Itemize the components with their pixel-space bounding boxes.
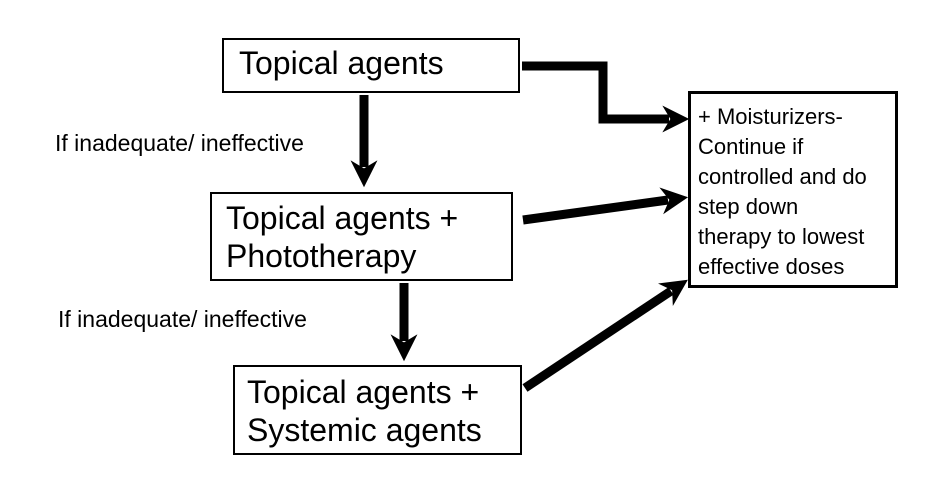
arrow-topical-to-moisturizers (522, 61, 690, 133)
node-topical-systemic-line2: Systemic agents (247, 412, 482, 448)
node-moisturizers-line2: Continue if (698, 134, 804, 159)
arrow-phototherapy-to-moisturizers (522, 187, 689, 225)
node-topical-systemic-line1: Topical agents + (247, 374, 480, 410)
node-topical-phototherapy: Topical agents + Phototherapy (210, 192, 513, 281)
node-topical-systemic: Topical agents + Systemic agents (233, 365, 522, 455)
node-topical-agents: Topical agents (222, 38, 520, 93)
arrow-systemic-to-moisturizers (522, 279, 688, 392)
node-moisturizers-line3: controlled and do (698, 164, 867, 189)
node-moisturizers-line5: therapy to lowest (698, 224, 865, 249)
node-moisturizers-outcome: + Moisturizers- Continue if controlled a… (688, 91, 898, 288)
node-topical-phototherapy-line1: Topical agents + (226, 200, 459, 236)
node-moisturizers-line1: + Moisturizers- (698, 104, 843, 129)
node-moisturizers-line4: step down (698, 194, 799, 219)
node-topical-agents-label: Topical agents (239, 45, 444, 81)
node-topical-phototherapy-line2: Phototherapy (226, 238, 417, 274)
node-moisturizers-line6: effective doses (698, 254, 845, 279)
edge-label-if-inadequate-1: If inadequate/ ineffective (55, 130, 304, 156)
edge-label-if-inadequate-2: If inadequate/ ineffective (58, 306, 307, 332)
